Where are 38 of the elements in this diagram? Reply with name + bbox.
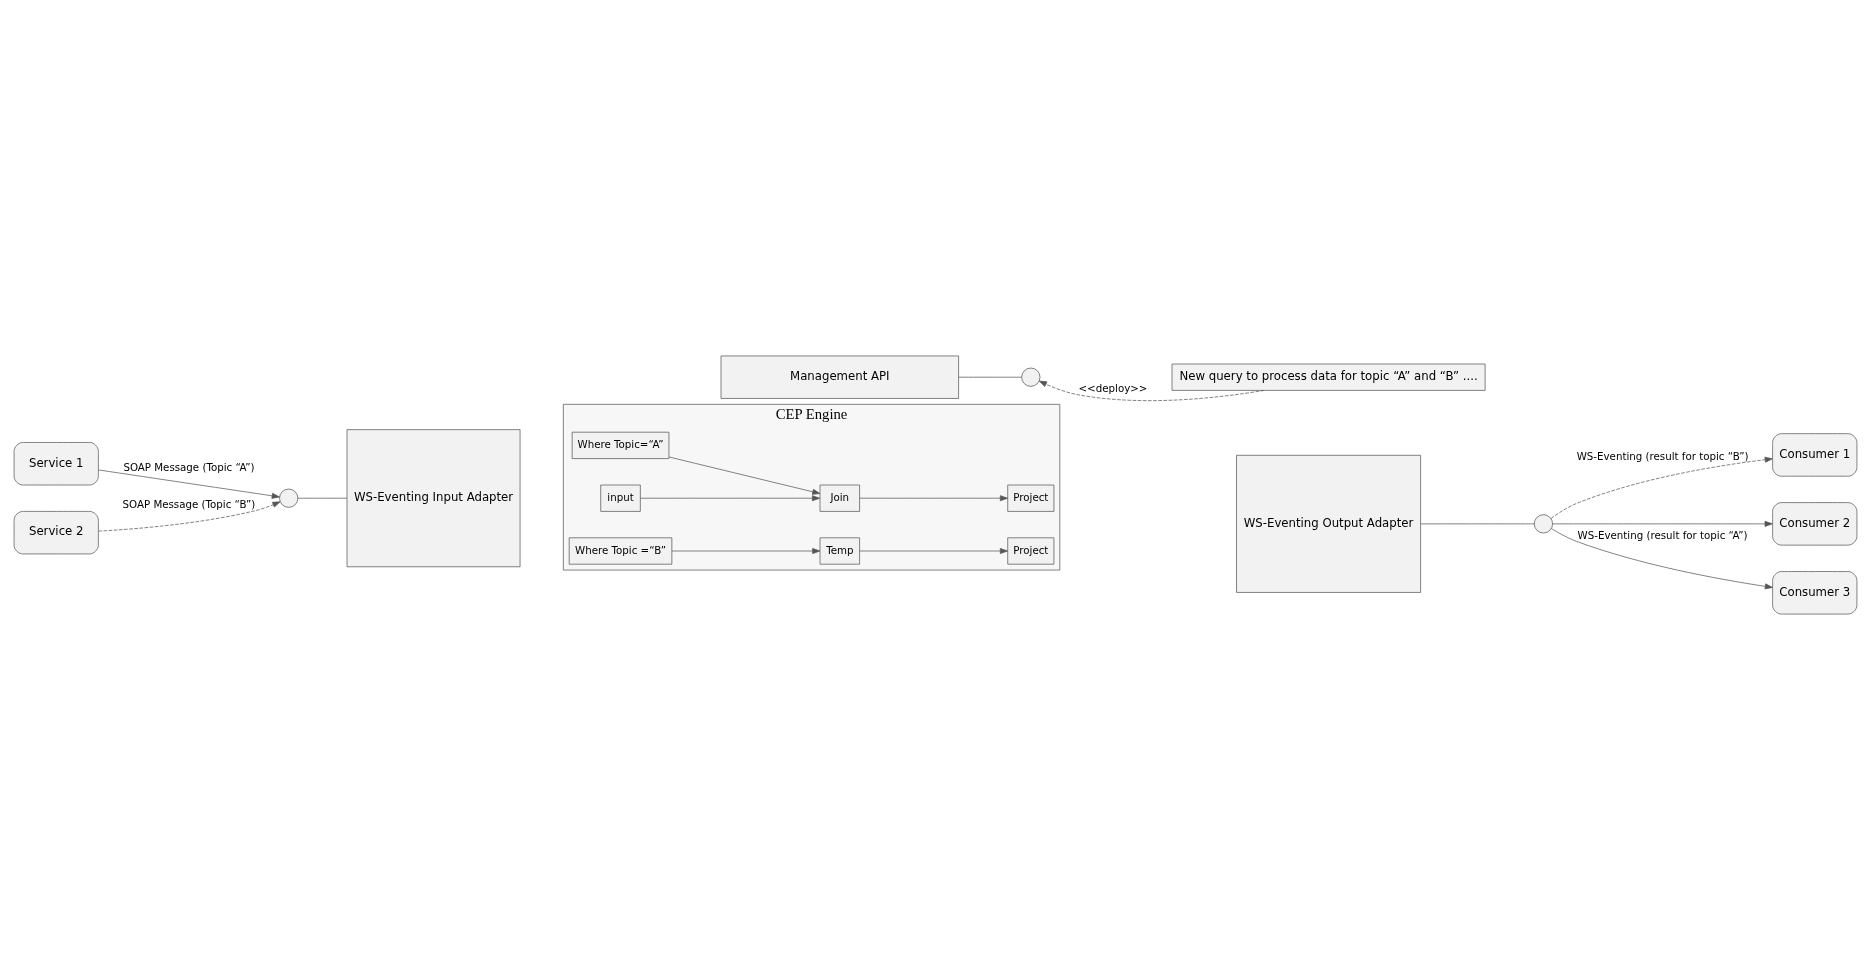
arrow xyxy=(97,501,280,532)
node-box: Where Topic =“B” xyxy=(568,537,672,565)
node-box: Management API xyxy=(720,355,959,399)
arrow xyxy=(1038,380,1264,401)
node-box: Temp xyxy=(819,537,860,565)
arrow xyxy=(858,548,1008,554)
arrow xyxy=(668,456,820,495)
node-box: New query to process data for topic “A” and “B” .... xyxy=(1171,363,1485,391)
edge-label: WS-Eventing (result for topic “B”) xyxy=(1576,450,1748,463)
arrow xyxy=(639,495,820,502)
edge-label: WS-Eventing (result for topic “A”) xyxy=(1577,528,1748,541)
node-circle xyxy=(278,488,298,508)
node-box: Project xyxy=(1006,484,1054,512)
node-box: Service 2 xyxy=(13,511,99,555)
edge-label: SOAP Message (Topic “A”) xyxy=(122,461,255,474)
node-box: WS-Eventing Input Adapter xyxy=(346,429,520,568)
arrow xyxy=(1551,520,1773,527)
arrow xyxy=(97,469,280,499)
node-box: input xyxy=(599,484,641,512)
node-box: Consumer 3 xyxy=(1771,571,1857,615)
arrow xyxy=(671,548,820,554)
arrow xyxy=(858,495,1008,502)
connector xyxy=(1419,523,1535,525)
node-box: Consumer 2 xyxy=(1771,502,1857,546)
arrow xyxy=(1550,456,1773,519)
node-circle xyxy=(1533,514,1553,534)
node-box: Consumer 1 xyxy=(1771,433,1857,477)
connector xyxy=(957,376,1022,378)
node-box: Join xyxy=(819,484,860,512)
node-box: Project xyxy=(1006,537,1054,565)
node-box: WS-Eventing Output Adapter xyxy=(1235,454,1421,593)
arrow xyxy=(1550,528,1773,590)
edge-label: <<deploy>> xyxy=(1078,382,1147,395)
node-box: Where Topic=“A” xyxy=(571,431,669,459)
node-circle xyxy=(1020,367,1040,387)
connector xyxy=(297,497,347,499)
node-box: Service 1 xyxy=(13,442,99,486)
edge-label: SOAP Message (Topic “B”) xyxy=(122,497,255,510)
